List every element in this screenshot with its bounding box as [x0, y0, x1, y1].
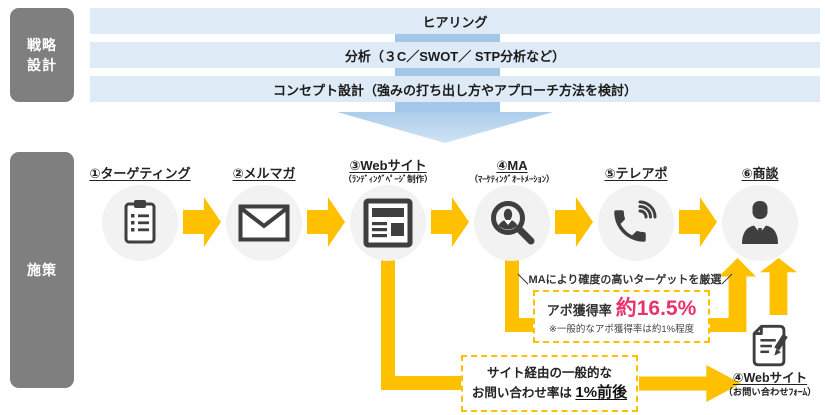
step-website-title: ③Webサイト	[349, 158, 427, 173]
step-label-website: ③Webサイト （ﾗﾝﾃﾞｨﾝｸﾞﾍﾟｰｼﾞ制作）	[308, 158, 468, 185]
step-label-mailmag: ②メルマガ	[184, 166, 344, 182]
strategy-label-line1: 戦略	[27, 37, 57, 53]
bar-hearing-label: ヒアリング	[422, 14, 488, 30]
businessman-icon	[742, 201, 778, 244]
appointment-rate-footnote: ※一般的なアポ獲得率は約1%程度	[548, 324, 695, 335]
inquiry-line2-prefix: お問い合わせ率は	[471, 386, 576, 400]
inquiry-rate-value: 1%前後	[575, 384, 628, 401]
up-arrow-from-webform-icon	[760, 258, 797, 315]
step-label-targeting: ①ターゲティング	[60, 166, 220, 182]
step-label-teleapo: ⑤テレアポ	[556, 166, 716, 182]
step-website-subtitle: （ﾗﾝﾃﾞｨﾝｸﾞﾍﾟｰｼﾞ制作）	[343, 174, 433, 184]
measures-section-label: 施策	[10, 152, 74, 388]
webform-label: ④Webサイト （お問い合わせﾌｫｰﾑ）	[715, 371, 825, 398]
browser-icon	[363, 198, 413, 248]
bar-concept-label: コンセプト設計（強みの打ち出し方やアプローチ方法を検討）	[272, 82, 637, 98]
step-mailmag	[226, 185, 302, 261]
search-person-icon	[491, 201, 535, 245]
bar-analysis: 分析（３C／SWOT／ STP分析など）	[90, 42, 820, 68]
flow-arrow-4-icon	[555, 197, 593, 247]
step-ma-subtitle: （ﾏｰｹﾃｨﾝｸﾞｵｰﾄﾒｰｼｮﾝ）	[469, 174, 555, 184]
step-ma	[474, 185, 550, 261]
step-targeting-title: ①ターゲティング	[89, 166, 191, 181]
step-targeting	[102, 185, 178, 261]
envelope-icon	[238, 204, 290, 242]
connector-ma-right	[505, 318, 539, 332]
form-document-icon	[752, 324, 788, 367]
step-teleapo	[598, 185, 674, 261]
phone-icon	[614, 200, 657, 242]
flow-arrow-2-icon	[307, 197, 345, 247]
strategy-design-section-label: 戦略 設計	[10, 8, 74, 102]
step-teleapo-title: ⑤テレアポ	[604, 166, 668, 181]
webform-subtitle: （お問い合わせﾌｫｰﾑ）	[723, 387, 817, 397]
flow-arrow-5-icon	[679, 197, 717, 247]
inquiry-rate-box: サイト経由の一般的な お問い合わせ率は 1%前後	[461, 355, 638, 412]
bar-hearing: ヒアリング	[90, 8, 820, 34]
bar-concept-design: コンセプト設計（強みの打ち出し方やアプローチ方法を検討）	[90, 76, 820, 102]
step-meeting-title: ⑥商談	[741, 166, 779, 181]
down-arrow-head	[337, 112, 553, 143]
step-ma-title: ④MA	[496, 158, 528, 173]
connector-website-right	[381, 376, 465, 390]
ma-selection-note: ＼MAにより確度の高いターゲットを厳選／	[517, 274, 733, 286]
inquiry-line1: サイト経由の一般的な	[486, 366, 612, 380]
step-website	[350, 185, 426, 261]
step-mailmag-title: ②メルマガ	[232, 166, 296, 181]
strategy-label-line2: 設計	[27, 57, 57, 73]
bar-analysis-label: 分析（３C／SWOT／ STP分析など）	[344, 48, 566, 64]
flow-arrow-3-icon	[431, 197, 469, 247]
appointment-rate-prefix: アポ獲得率	[546, 303, 612, 318]
step-meeting	[722, 185, 798, 261]
step-label-meeting: ⑥商談	[680, 166, 825, 182]
webform-title: ④Webサイト	[732, 371, 808, 385]
appointment-rate-value: 約16.5%	[615, 297, 697, 320]
flow-arrow-1-icon	[183, 197, 221, 247]
measures-label: 施策	[27, 262, 57, 278]
step-label-ma: ④MA （ﾏｰｹﾃｨﾝｸﾞｵｰﾄﾒｰｼｮﾝ）	[432, 158, 592, 185]
connector-ma-down	[505, 258, 519, 332]
clipboard-icon	[124, 200, 156, 244]
appointment-rate-box: アポ獲得率約16.5% ※一般的なアポ獲得率は約1%程度	[533, 290, 710, 343]
inquiry-line2: お問い合わせ率は 1%前後	[472, 383, 627, 403]
appointment-rate-line: アポ獲得率約16.5%	[547, 297, 697, 323]
connector-website-down	[381, 258, 395, 390]
